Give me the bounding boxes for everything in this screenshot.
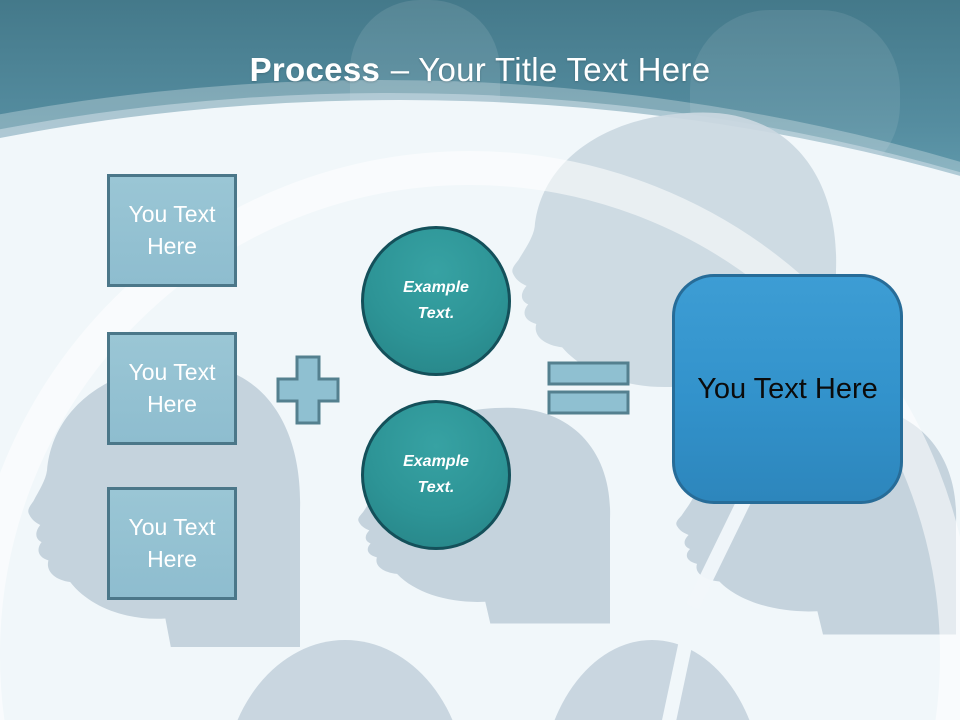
slide-title[interactable]: Process– Your Title Text Here <box>0 51 960 88</box>
head-silhouette <box>554 640 750 720</box>
example-circle-1-label: Example Text. <box>403 278 469 322</box>
example-circle-2-label: Example Text. <box>403 452 469 496</box>
gap-stripe <box>686 474 762 610</box>
input-box-1[interactable]: You Text Here <box>107 174 237 287</box>
input-box-3-label: You Text Here <box>128 513 216 572</box>
title-keyword: Process <box>249 51 381 88</box>
input-box-1-label: You Text Here <box>128 200 216 259</box>
title-text: – Your Title Text Here <box>390 51 711 88</box>
result-box[interactable]: You Text Here <box>672 274 903 504</box>
result-box-label: You Text Here <box>697 372 878 405</box>
example-circle-2[interactable]: Example Text. <box>361 400 511 550</box>
equals-icon[interactable] <box>545 360 633 418</box>
gap-stripe <box>658 637 694 720</box>
input-box-2[interactable]: You Text Here <box>107 332 237 445</box>
input-box-2-label: You Text Here <box>128 358 216 417</box>
ring-arc <box>0 151 960 720</box>
example-circle-1[interactable]: Example Text. <box>361 226 511 376</box>
plus-icon[interactable] <box>270 349 346 431</box>
input-box-3[interactable]: You Text Here <box>107 487 237 600</box>
head-silhouette <box>237 640 453 720</box>
